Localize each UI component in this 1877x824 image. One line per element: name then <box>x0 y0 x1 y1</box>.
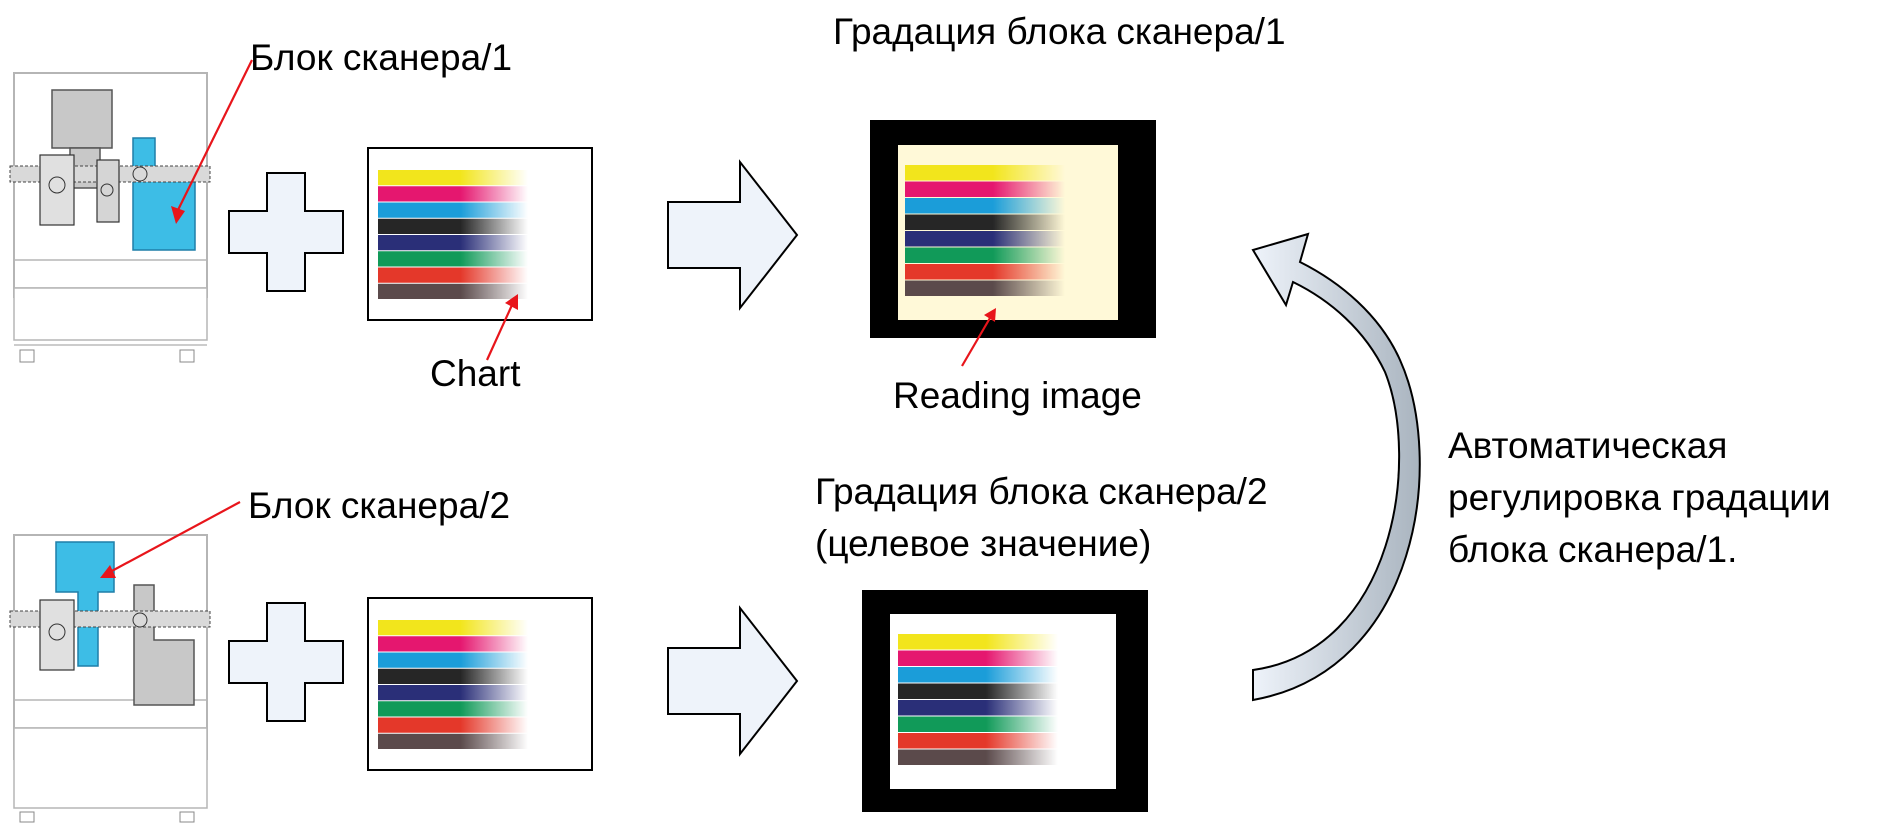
color-bar <box>898 683 1058 699</box>
color-bar <box>378 202 528 218</box>
color-bar <box>378 733 528 749</box>
color-bar <box>898 716 1058 732</box>
scanner-block-2-highlight <box>55 541 115 667</box>
color-bar <box>898 667 1058 683</box>
pointer-arrow <box>109 501 241 573</box>
color-bar <box>378 267 528 283</box>
plus-icon <box>228 602 344 722</box>
auto-adjust-line-3: блока сканера/1. <box>1448 529 1738 570</box>
reading-image-2 <box>862 590 1148 812</box>
color-bar <box>378 620 528 636</box>
color-bar <box>905 280 1065 296</box>
color-bar <box>898 650 1058 666</box>
color-bar <box>378 218 528 234</box>
pointer-arrow <box>485 304 514 361</box>
chart-label: Chart <box>430 353 521 394</box>
color-bar <box>905 165 1065 181</box>
color-bar <box>378 283 528 299</box>
color-bar <box>378 652 528 668</box>
right-arrow-icon <box>667 605 799 757</box>
gradation-1-title: Градация блока сканера/1 <box>833 11 1286 52</box>
color-bar <box>898 634 1058 650</box>
reading-image-label: Reading image <box>893 375 1142 416</box>
color-bar <box>378 685 528 701</box>
right-arrow-icon <box>667 159 799 311</box>
color-bar <box>898 700 1058 716</box>
color-bar <box>378 717 528 733</box>
color-bar <box>905 264 1065 280</box>
color-bar <box>905 181 1065 197</box>
color-chart-icon <box>367 147 593 321</box>
color-bar <box>905 198 1065 214</box>
color-bar <box>905 231 1065 247</box>
reading-image-1 <box>870 120 1156 338</box>
color-bar <box>905 214 1065 230</box>
printer-machine-icon <box>9 534 211 823</box>
gradation-2-subtitle: (целевое значение) <box>815 523 1152 564</box>
scanner-block-2-label: Блок сканера/2 <box>248 485 511 526</box>
color-chart-icon <box>367 597 593 771</box>
printer-machine-icon <box>9 72 211 363</box>
color-bar <box>898 749 1058 765</box>
color-bar <box>378 701 528 717</box>
color-bar <box>898 733 1058 749</box>
plus-icon <box>228 172 344 292</box>
color-bar <box>378 668 528 684</box>
gradation-2-title: Градация блока сканера/2 <box>815 471 1268 512</box>
color-bar <box>905 247 1065 263</box>
auto-adjust-line-2: регулировка градации <box>1448 477 1831 518</box>
color-bar <box>378 170 528 186</box>
color-bar <box>378 186 528 202</box>
pointer-arrow <box>961 317 991 367</box>
color-bar <box>378 235 528 251</box>
curved-arrow-icon <box>1251 232 1421 702</box>
auto-adjust-line-1: Автоматическая <box>1448 425 1728 466</box>
scanner-block-1-label: Блок сканера/1 <box>250 37 513 78</box>
pointer-arrow <box>177 59 253 211</box>
color-bar <box>378 251 528 267</box>
color-bar <box>378 636 528 652</box>
